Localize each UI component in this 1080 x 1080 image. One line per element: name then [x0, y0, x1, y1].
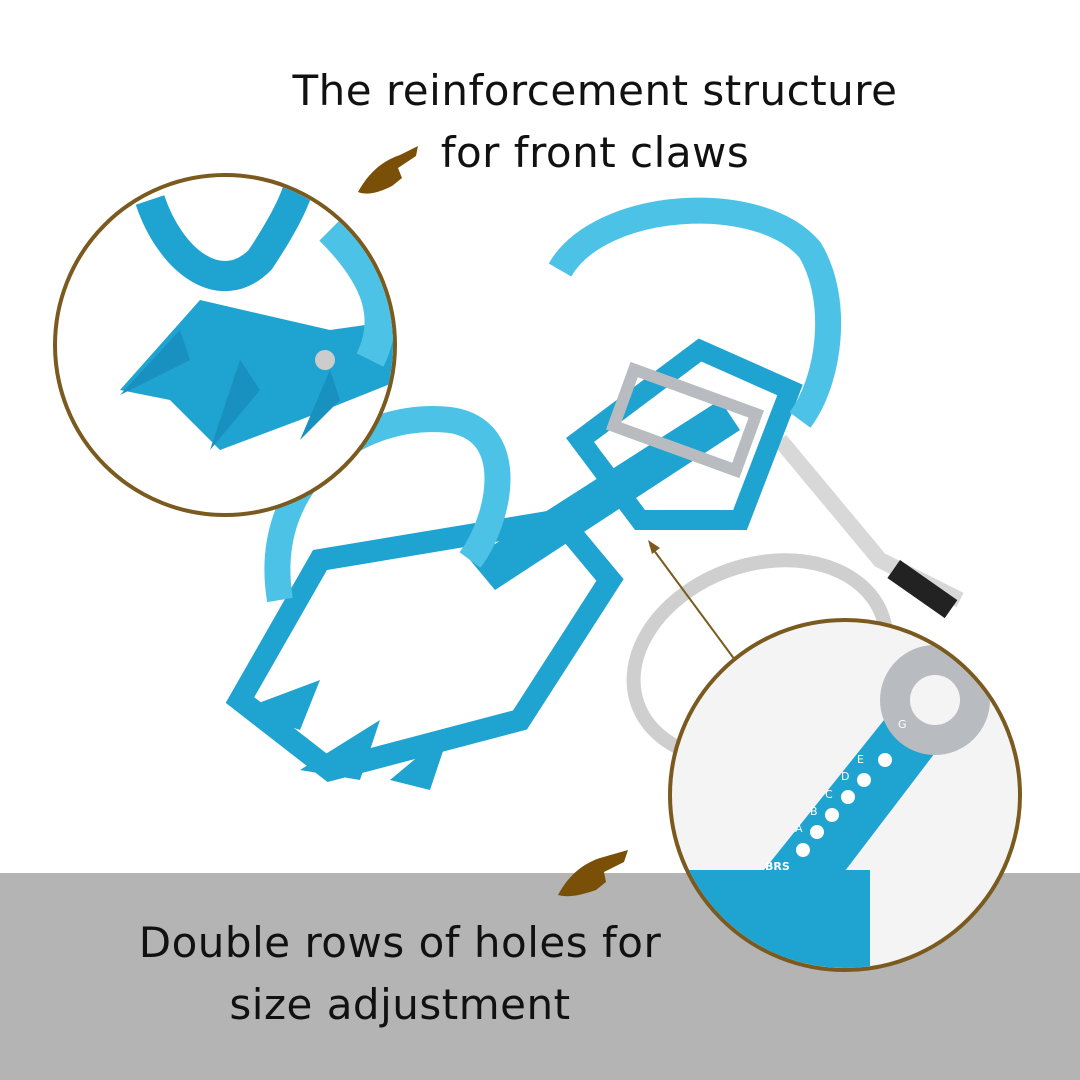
- pointing-hand-icon: [558, 850, 628, 897]
- bottom-caption-line1: Double rows of holes for: [138, 918, 662, 967]
- pointing-hand-icon: [358, 146, 418, 194]
- top-caption-line2: for front claws: [440, 128, 750, 177]
- front-bail: [264, 406, 511, 603]
- heel-clip: [605, 361, 765, 479]
- bottom-caption-line2: size adjustment: [229, 980, 571, 1029]
- strap-end: [887, 560, 958, 619]
- heel-bail: [548, 197, 842, 428]
- pointer-arrowhead: [648, 540, 660, 554]
- hole-letter: E: [857, 753, 864, 766]
- hole-letter: A: [795, 822, 803, 835]
- front-spikes: [240, 680, 450, 790]
- hole-letter: C: [825, 788, 833, 801]
- hole-letter: G: [898, 718, 907, 731]
- holes-detail: A B C D E G BRS: [668, 618, 1022, 972]
- top-caption-line1: The reinforcement structure: [292, 66, 898, 115]
- hole-letter: D: [841, 770, 849, 783]
- front-claw-detail: [53, 173, 397, 517]
- crampon-product: [225, 197, 964, 790]
- brand-logo: BRS: [765, 860, 790, 873]
- hole-letter: B: [810, 805, 818, 818]
- front-frame: [225, 508, 624, 783]
- pointer-line: [649, 544, 736, 661]
- rear-frame: [566, 338, 803, 530]
- top-caption: The reinforcement structure for front cl…: [260, 60, 930, 184]
- strap-tail: [773, 434, 964, 608]
- bottom-caption: Double rows of holes for size adjustment: [90, 912, 710, 1036]
